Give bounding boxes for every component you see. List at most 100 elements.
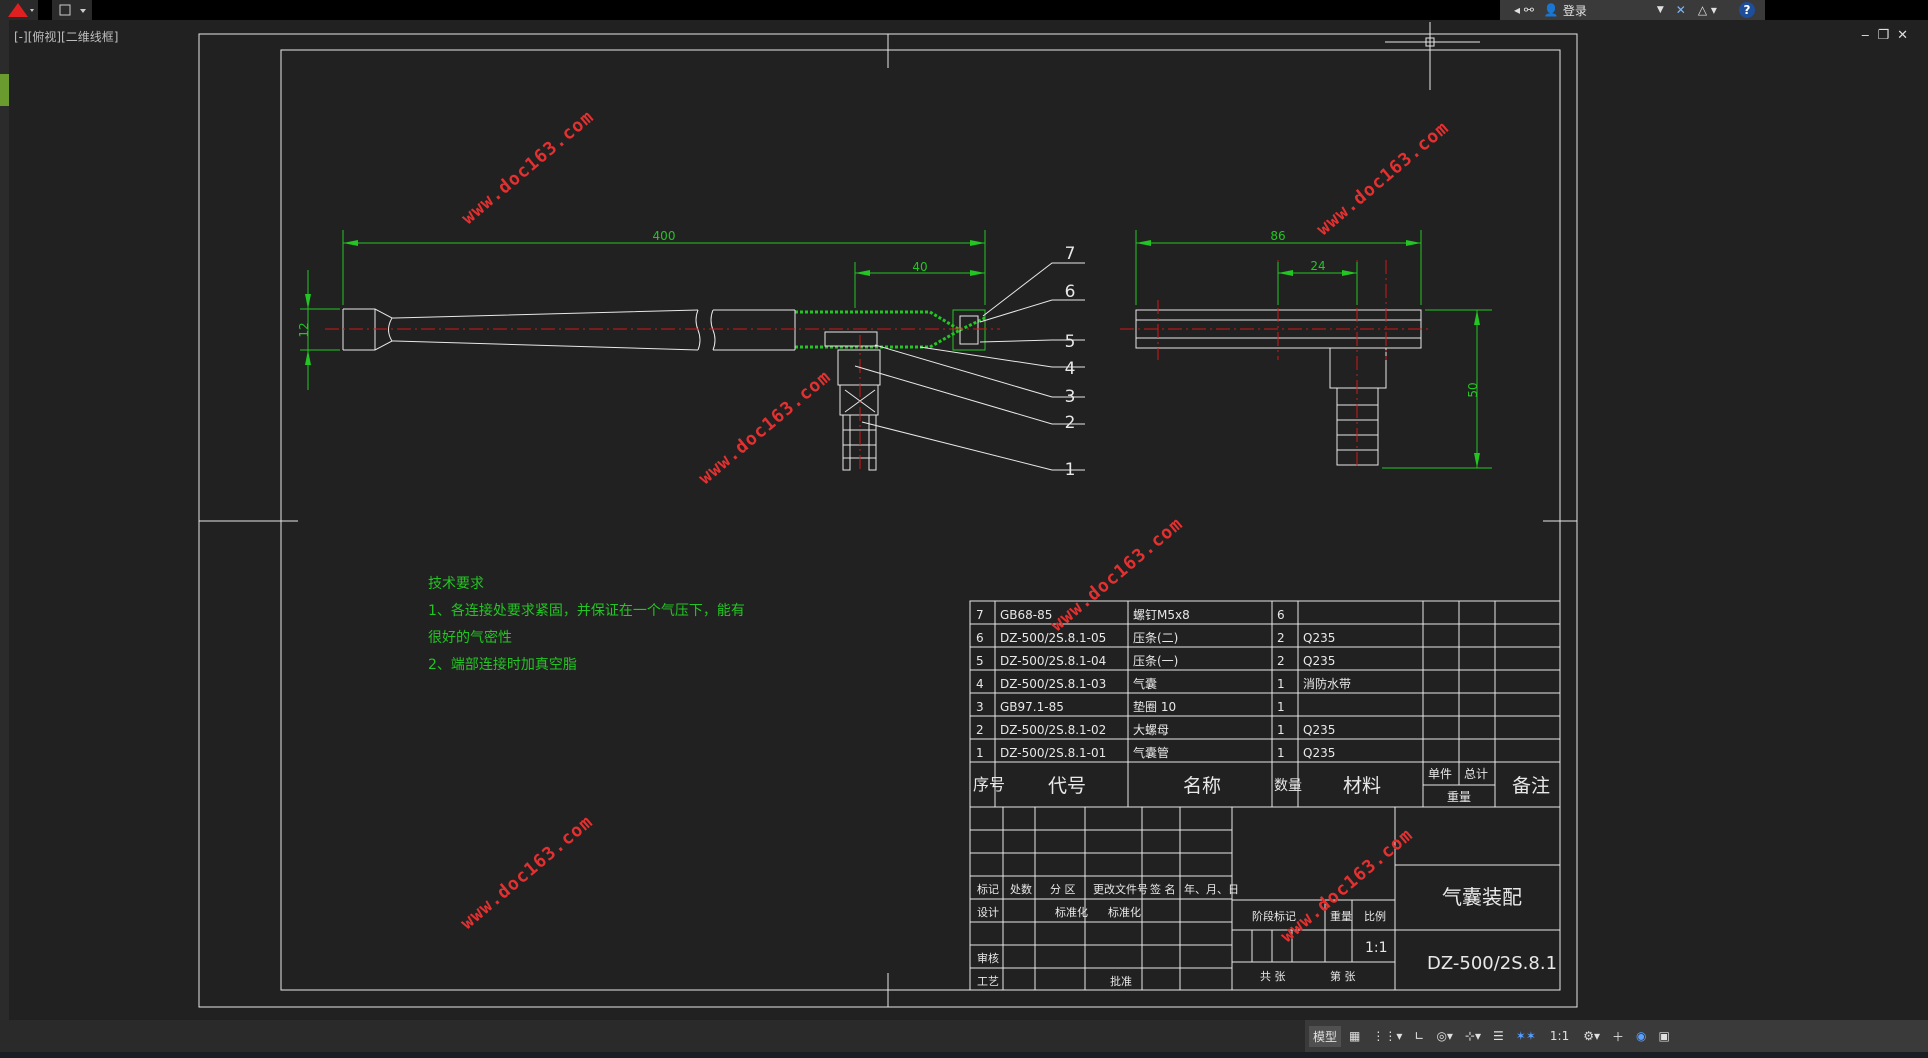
front-view <box>300 230 1085 472</box>
plus-icon[interactable]: ＋ <box>1612 1029 1625 1044</box>
viewport-controls[interactable]: [-][俯视][二维线框] <box>14 30 119 44</box>
exchange-icon[interactable]: ✕ <box>1675 3 1686 17</box>
user-icon[interactable]: 👤 <box>1543 3 1559 17</box>
tb-sheet-no: 第 张 <box>1330 969 1356 983</box>
isolate-icon[interactable]: ◉ <box>1636 1029 1647 1043</box>
bom-header-total: 总计 <box>1464 767 1488 781</box>
tb-date: 年、月、日 <box>1184 882 1239 896</box>
grid-icon[interactable]: ▦ <box>1349 1029 1361 1043</box>
fullscreen-icon[interactable]: ▣ <box>1658 1029 1670 1043</box>
tb-scale-label: 比例 <box>1364 909 1386 923</box>
bom-row4-material: 消防水带 <box>1303 676 1351 691</box>
left-tab[interactable] <box>0 74 9 106</box>
left-strip <box>0 20 9 1020</box>
bom-row5-material: Q235 <box>1303 654 1335 668</box>
signin-dropdown-icon[interactable]: ▼ <box>1656 5 1664 15</box>
lineweight-icon[interactable]: ☰ <box>1493 1029 1504 1043</box>
dim-400: 400 <box>653 229 676 243</box>
tb-weight: 重量 <box>1330 909 1352 923</box>
bom-header-no: 序号 <box>973 775 1005 794</box>
bom-header-remark: 备注 <box>1512 775 1550 797</box>
bom-header-name: 名称 <box>1183 775 1221 797</box>
tb-sheets-total: 共 张 <box>1260 970 1286 983</box>
bom-header-material: 材料 <box>1343 775 1381 797</box>
bom-row2-qty: 1 <box>1277 723 1285 737</box>
bom-header-code: 代号 <box>1048 775 1086 797</box>
balloon-5: 5 <box>1065 332 1076 352</box>
tech-req-title: 技术要求 <box>428 576 484 592</box>
signin-label[interactable]: 登录 <box>1562 3 1587 18</box>
close-icon[interactable]: ✕ <box>1897 28 1916 43</box>
balloon-6: 6 <box>1065 282 1076 302</box>
bom-row6-code: DZ-500/2S.8.1-05 <box>1000 631 1106 645</box>
bom-row2-material: Q235 <box>1303 723 1335 737</box>
bom-row7-code: GB68-85 <box>1000 608 1052 622</box>
dim-86: 86 <box>1270 229 1285 243</box>
a360-icon[interactable]: △ ▾ <box>1697 3 1717 17</box>
crosshair-cursor <box>1385 22 1480 90</box>
bom-row4-name: 气囊 <box>1133 676 1157 691</box>
bom-row4-qty: 1 <box>1277 677 1285 691</box>
bom-row6-material: Q235 <box>1303 631 1335 645</box>
bom-row5-qty: 2 <box>1277 654 1285 668</box>
tb-change-doc: 更改文件号 <box>1093 882 1148 896</box>
dim-12: 12 <box>297 322 311 337</box>
tb-count: 处数 <box>1010 883 1032 896</box>
watermark-5: www.doc163.com <box>457 811 597 934</box>
help-icon[interactable]: ? <box>1738 2 1755 18</box>
model-tab[interactable]: 模型 <box>1309 1025 1342 1047</box>
minimize-icon[interactable]: ‒ <box>1861 28 1878 43</box>
tech-req-line1: 1、各连接处要求紧固，并保证在一个气压下，能有 <box>428 602 745 619</box>
bom-header-single: 单件 <box>1428 767 1452 781</box>
bom-row1-material: Q235 <box>1303 746 1335 760</box>
tb-design: 设计 <box>977 906 999 919</box>
watermark-3: www.doc163.com <box>695 366 835 489</box>
tb-mark: 标记 <box>977 882 999 896</box>
bom-row1-code: DZ-500/2S.8.1-01 <box>1000 746 1106 760</box>
tech-req-line2: 很好的气密性 <box>428 629 512 646</box>
autocad-logo-icon[interactable] <box>0 0 38 20</box>
inner-frame <box>280 49 1561 991</box>
quick-access-icon[interactable] <box>52 0 92 20</box>
watermark-1: www.doc163.com <box>458 106 598 229</box>
ortho-icon[interactable]: ∟ <box>1414 1029 1425 1043</box>
balloon-1: 1 <box>1065 460 1076 480</box>
bom-row4-no: 4 <box>976 677 984 691</box>
bom-row5-no: 5 <box>976 654 984 668</box>
bom-row7-no: 7 <box>976 608 984 622</box>
status-bar: 模型 ▦ ⋮⋮▾ ∟ ◎▾ ⊹▾ ☰ ✶✶ 1:1 ⚙▾ ＋ ◉ ▣ <box>0 1020 1928 1052</box>
bom-row1-qty: 1 <box>1277 746 1285 760</box>
bom-row6-qty: 2 <box>1277 631 1285 645</box>
tb-process: 工艺 <box>977 975 999 988</box>
bom-row6-name: 压条(二) <box>1133 631 1178 645</box>
tech-req-line3: 2、端部连接时加真空脂 <box>428 656 577 673</box>
dim-50: 50 <box>1466 382 1480 397</box>
bom-row7-qty: 6 <box>1277 608 1285 622</box>
binoculars-icon[interactable]: ◂ ⚯ <box>1514 3 1534 17</box>
annotation-icon[interactable]: ✶✶ <box>1515 1029 1536 1043</box>
restore-icon[interactable]: ❐ <box>1877 28 1898 43</box>
watermark-2: www.doc163.com <box>1313 117 1453 240</box>
tb-stage-mark: 阶段标记 <box>1252 909 1296 923</box>
bom-row1-name: 气囊管 <box>1133 745 1169 760</box>
osnap-icon[interactable]: ⊹▾ <box>1464 1029 1482 1043</box>
tb-sign: 签 名 <box>1150 882 1176 896</box>
scale-label[interactable]: 1:1 <box>1549 1029 1570 1043</box>
bom-row3-code: GB97.1-85 <box>1000 700 1064 714</box>
bom-row3-name: 垫圈 10 <box>1133 699 1176 714</box>
watermark-6: www.doc163.com <box>1277 824 1417 947</box>
gear-icon[interactable]: ⚙▾ <box>1583 1029 1600 1043</box>
polar-icon[interactable]: ◎▾ <box>1436 1029 1453 1043</box>
bom-row4-code: DZ-500/2S.8.1-03 <box>1000 677 1106 691</box>
side-view <box>1120 230 1492 470</box>
taskbar-strip <box>0 1052 1928 1058</box>
snap-icon[interactable]: ⋮⋮▾ <box>1372 1029 1403 1043</box>
tb-approve: 批准 <box>1110 974 1132 988</box>
bom-row2-name: 大螺母 <box>1133 723 1169 737</box>
balloon-7: 7 <box>1065 244 1076 264</box>
window-controls: ‒❐✕ <box>1861 28 1916 43</box>
bom-row3-qty: 1 <box>1277 700 1285 714</box>
tb-approve-std: 标准化 <box>1108 905 1141 919</box>
bom-row1-no: 1 <box>976 746 984 760</box>
